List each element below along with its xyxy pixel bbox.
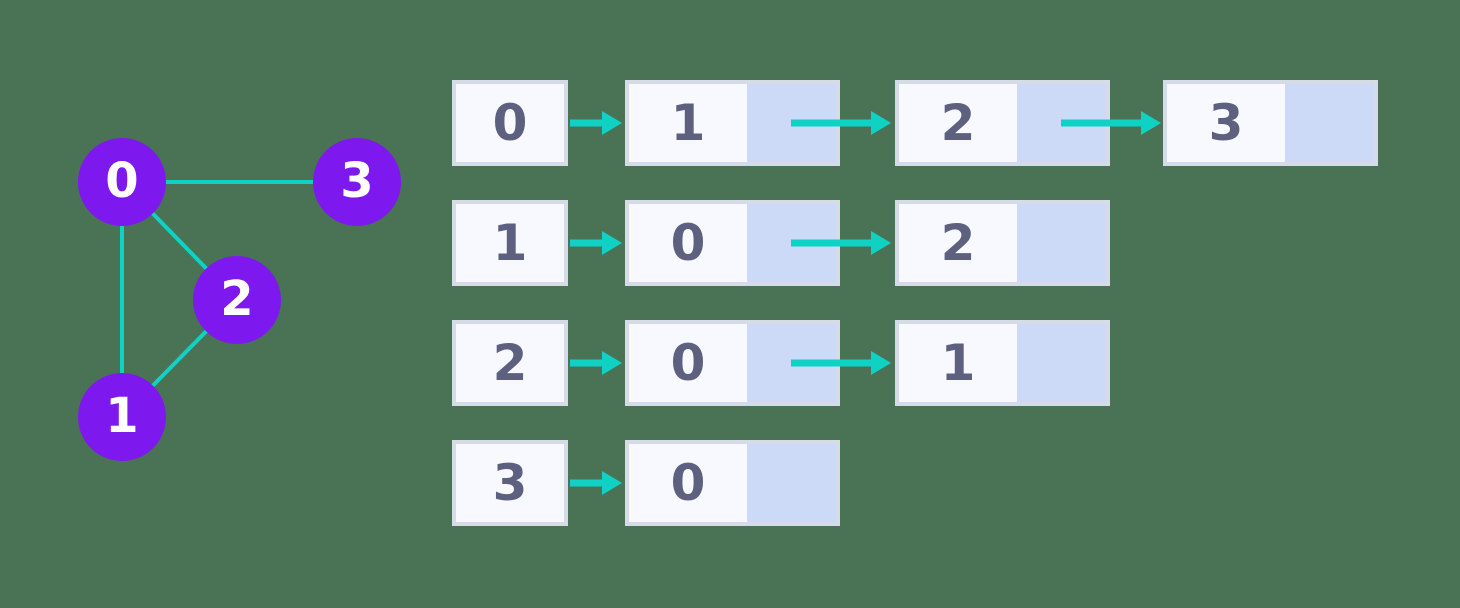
node-value: 3 [1208,94,1244,152]
graph-node-0: 0 [78,138,166,226]
node-value-cell: 1 [899,324,1017,402]
arrow-icon [791,351,891,375]
node-value: 1 [940,334,976,392]
head-value: 1 [492,214,528,272]
arrow-icon [570,111,622,135]
head-box-0: 0 [452,80,568,166]
list-node: 0 [625,440,840,526]
head-box-1: 1 [452,200,568,286]
node-value-cell: 0 [629,444,747,522]
arrow-icon [791,231,891,255]
node-value-cell: 3 [1167,84,1285,162]
node-value: 0 [670,334,706,392]
head-value: 0 [492,94,528,152]
node-pointer-cell [1017,204,1106,282]
arrow-icon [1061,111,1161,135]
arrow-icon [570,231,622,255]
node-pointer-cell [1285,84,1374,162]
head-value: 3 [492,454,528,512]
node-pointer-cell [747,444,836,522]
graph-node-1-label: 1 [105,388,139,444]
graph-node-3: 3 [313,138,401,226]
graph-node-1: 1 [78,373,166,461]
adjacency-row-1: 1 0 2 [452,200,1402,286]
node-pointer-cell [1017,324,1106,402]
graph-node-0-label: 0 [105,153,139,209]
node-value-cell: 2 [899,84,1017,162]
node-value-cell: 2 [899,204,1017,282]
node-value-cell: 0 [629,324,747,402]
node-value: 0 [670,214,706,272]
adjacency-row-0: 0 1 2 3 [452,80,1402,166]
head-box-2: 2 [452,320,568,406]
node-value-cell: 0 [629,204,747,282]
list-node: 3 [1163,80,1378,166]
node-value-cell: 1 [629,84,747,162]
adjacency-row-2: 2 0 1 [452,320,1402,406]
node-value: 1 [670,94,706,152]
head-value: 2 [492,334,528,392]
node-value: 2 [940,214,976,272]
graph-node-2: 2 [193,256,281,344]
node-value: 2 [940,94,976,152]
node-value: 0 [670,454,706,512]
graph-node-2-label: 2 [220,271,254,327]
graph-node-3-label: 3 [340,153,374,209]
list-node: 2 [895,200,1110,286]
adjacency-row-3: 3 0 [452,440,1402,526]
list-node: 1 [895,320,1110,406]
arrow-icon [570,471,622,495]
head-box-3: 3 [452,440,568,526]
arrow-icon [570,351,622,375]
arrow-icon [791,111,891,135]
